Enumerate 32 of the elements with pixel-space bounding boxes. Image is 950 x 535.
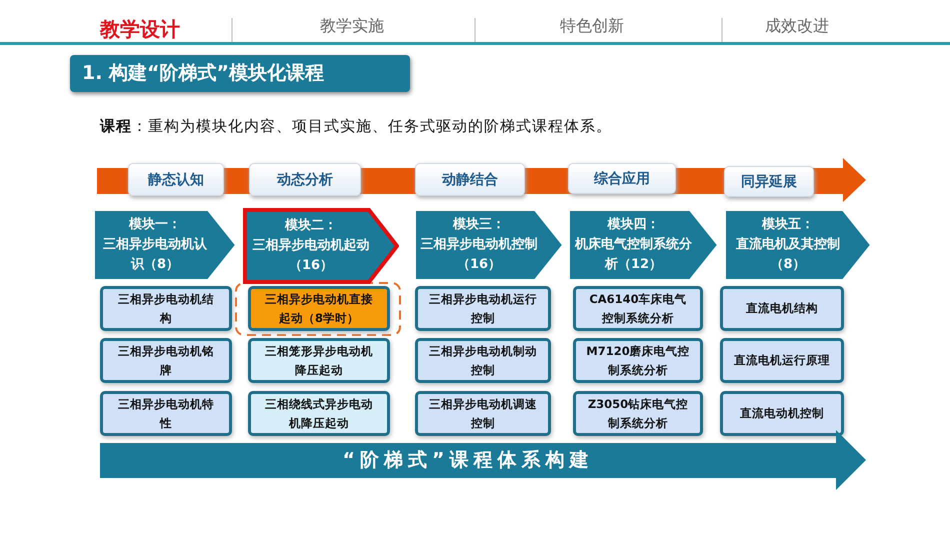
topic-box: 三相绕线式异步电动机降压起动 bbox=[248, 391, 390, 436]
topic-box: 直流电动机控制 bbox=[720, 391, 844, 436]
module-box: 模块三： 三相异步电动机控制（16） bbox=[413, 208, 565, 282]
stage-label: 动态分析 bbox=[249, 163, 361, 196]
tab-label: 特色创新 bbox=[560, 16, 624, 37]
title-banner: 1. 构建“阶梯式”模块化课程 bbox=[70, 55, 410, 92]
stage-label: 同异延展 bbox=[724, 166, 814, 197]
module-box: 模块二： 三相异步电动机起动（16） bbox=[243, 208, 399, 284]
module-box: 模块四： 机床电气控制系统分析（12） bbox=[567, 208, 720, 282]
topic-box: Z3050钻床电气控制系统分析 bbox=[573, 391, 703, 436]
topic-box: 直流电机运行原理 bbox=[720, 338, 844, 383]
topic-box: 三相异步电动机直接起动（8学时） bbox=[248, 286, 390, 331]
module-box: 模块五： 直流电机及其控制（8） bbox=[723, 208, 873, 282]
topic-box: 三相异步电动机调速控制 bbox=[415, 391, 551, 436]
topic-box: M7120磨床电气控制系统分析 bbox=[573, 338, 703, 383]
tab-label: 教学设计 bbox=[100, 16, 180, 43]
stage-label: 动静结合 bbox=[415, 163, 525, 196]
tab-label: 成效改进 bbox=[765, 16, 829, 37]
intro-sentence: 课程：重构为模块化内容、项目式实施、任务式驱动的阶梯式课程体系。 bbox=[100, 117, 613, 136]
topic-box: 三相异步电动机铭牌 bbox=[100, 338, 232, 383]
topic-box: CA6140车床电气控制系统分析 bbox=[573, 286, 703, 331]
course-arrow: “阶梯式”课程体系构建 bbox=[100, 430, 866, 490]
topic-box: 三相异步电动机特性 bbox=[100, 391, 232, 436]
topic-box: 直流电机结构 bbox=[720, 286, 844, 331]
module-box: 模块一： 三相异步电动机认识（8） bbox=[92, 208, 238, 282]
topic-box: 三相异步电动机结构 bbox=[100, 286, 232, 331]
topic-box: 三相异步电动机制动控制 bbox=[415, 338, 551, 383]
topic-box: 三相异步电动机运行控制 bbox=[415, 286, 551, 331]
stage-label: 静态认知 bbox=[128, 163, 224, 196]
tab-label: 教学实施 bbox=[320, 16, 384, 37]
topic-box: 三相笼形异步电动机降压起动 bbox=[248, 338, 390, 383]
stage-label: 综合应用 bbox=[568, 163, 676, 194]
